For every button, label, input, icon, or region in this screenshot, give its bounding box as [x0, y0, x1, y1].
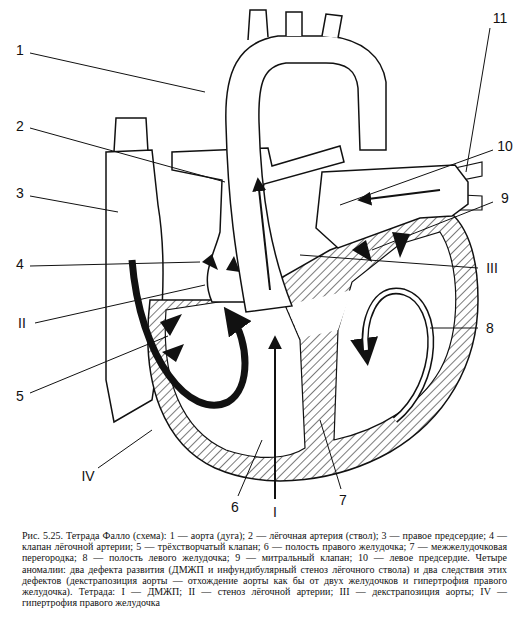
- leader-line: [30, 196, 118, 212]
- callout-number: IV: [79, 468, 96, 484]
- callout-number: 7: [337, 492, 349, 508]
- leader-lines: [30, 28, 493, 499]
- caption-block: Рис. 5.25. Тетрада Фалло (схема): 1 — ао…: [22, 530, 507, 608]
- flow-arrow: [360, 190, 440, 200]
- aortic-branch: [248, 10, 268, 40]
- leader-line: [372, 202, 493, 250]
- mitral-valve: [352, 232, 410, 262]
- pulmonary-valve: [202, 254, 240, 272]
- callout-number: 3: [14, 185, 26, 201]
- leader-line: [320, 420, 341, 489]
- leader-line: [300, 255, 478, 268]
- callout-number: 10: [495, 138, 515, 154]
- aortic-branch: [322, 14, 342, 38]
- leader-line: [35, 285, 205, 323]
- callout-number: I: [271, 504, 279, 520]
- callout-number: III: [484, 260, 500, 276]
- leader-line: [30, 128, 225, 182]
- myocardium: [148, 212, 478, 481]
- left-ventricle-cavity: [334, 232, 456, 440]
- figure-caption: Рис. 5.25. Тетрада Фалло (схема): 1 — ао…: [22, 530, 507, 608]
- left-atrium: [316, 165, 468, 248]
- septal-defect: [286, 290, 352, 338]
- callout-number: II: [16, 315, 28, 331]
- flow-arrow: [132, 260, 245, 405]
- leader-line: [340, 150, 493, 205]
- callout-number: 2: [14, 118, 26, 134]
- callout-number: 6: [229, 499, 241, 515]
- callout-number: 4: [14, 256, 26, 272]
- callout-number: 5: [14, 388, 26, 404]
- leader-line: [466, 28, 490, 172]
- defect-arrow: [274, 338, 276, 499]
- aortic-branch: [286, 12, 302, 36]
- callout-number: 9: [499, 190, 511, 206]
- leader-line: [430, 328, 478, 329]
- leader-line: [98, 430, 152, 468]
- leader-line: [30, 53, 205, 92]
- leader-line: [30, 262, 200, 266]
- callout-number: 11: [491, 10, 510, 26]
- callout-number: 8: [484, 320, 496, 336]
- flow-arrow: [365, 291, 431, 420]
- flow-arrow: [365, 291, 431, 420]
- leader-line: [30, 336, 168, 393]
- flow-arrow: [258, 180, 270, 290]
- vena-cava: [114, 118, 148, 152]
- aorta: [226, 36, 386, 312]
- leader-line: [238, 440, 262, 496]
- callout-number: 1: [14, 42, 26, 58]
